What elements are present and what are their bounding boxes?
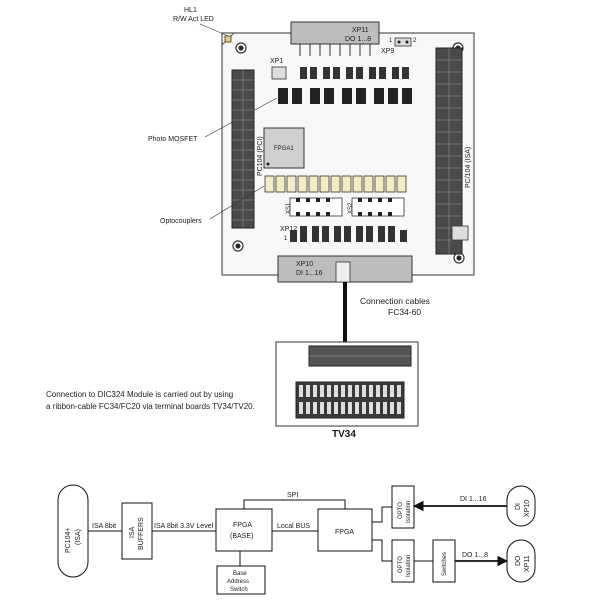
xp1-label: XP1 (270, 58, 283, 65)
xp9-label: XP9 (381, 48, 394, 55)
di-xp10-label-a: DI (515, 503, 522, 510)
spi-label: SPI (287, 492, 298, 499)
isa-level-label: ISA 8bit 3.3V Level (154, 523, 214, 530)
xs2-label: XS2 (348, 202, 354, 214)
xp9-pin2: 2 (413, 38, 417, 44)
photo-mosfet-label: Photo MOSFET (148, 136, 198, 143)
cable-label-line2: FC34-60 (388, 307, 421, 317)
base-address-label-2: Address (227, 579, 249, 585)
terminal-board: TV34 (275, 341, 419, 440)
hl1-sub-label: R/W Act LED (173, 16, 214, 23)
fpga-base-label-1: FPGA (233, 522, 252, 529)
pc104-label: PC104+ (65, 528, 72, 554)
pci-label: PC104 (PCI) (257, 136, 264, 176)
isa-buffers-label-2: BUFFERS (138, 517, 145, 550)
isa-buffers-block (121, 502, 153, 560)
block-diagram (57, 484, 536, 595)
jumper-row-upper (300, 67, 409, 79)
xp1-jumper (271, 66, 287, 80)
isa-side-jumper (451, 225, 469, 241)
connection-note: Connection to DIC324 Module is carried o… (46, 389, 306, 412)
board-drawing: HL1 R/W Act LED XP11 DO 1...8 1 2 XP9 XP… (148, 7, 475, 283)
hl1-leader (199, 23, 229, 37)
xp9-pin1: 1 (389, 38, 393, 44)
switches-label: Switches (442, 552, 448, 576)
fpga1-label: FPGA1 (274, 146, 294, 152)
optocoupler-row (264, 175, 407, 193)
isa-buffers-label-1: ISA (129, 526, 136, 538)
opto2-label-a: OPTO (398, 556, 404, 573)
fpga1-chip (263, 127, 305, 169)
xp12-jumpers (290, 226, 407, 242)
xp10-key (335, 261, 351, 283)
isa8bit-label: ISA 8bit (92, 523, 116, 530)
di-range-label: DI 1...16 (460, 496, 487, 503)
xp11-label: XP11 (352, 27, 369, 34)
di-xp10-label-b: XP10 (524, 500, 531, 517)
base-address-label-3: Switch (230, 587, 248, 593)
opto1-label-a: OPTO (398, 502, 404, 519)
fpga-base-label-2: (BASE) (230, 533, 253, 540)
xp11-pins (299, 44, 371, 56)
block-diagram-labels: PC104+ (ISA) ISA 8bit ISA BUFFERS ISA 8b… (65, 492, 531, 593)
isa-label: PC/104 (ISA) (465, 147, 472, 188)
connection-note-line1: Connection to DIC324 Module is carried o… (46, 390, 234, 399)
local-bus-label: Local BUS (277, 523, 310, 530)
hl1-led (224, 35, 232, 43)
terminal-board-label: TV34 (332, 429, 356, 440)
fpga-label: FPGA (335, 529, 354, 536)
link-spi (243, 499, 346, 509)
xp12-label: XP12 (280, 226, 297, 233)
base-address-label-1: Base (233, 571, 247, 577)
fpga-base-block (215, 508, 273, 552)
xp12-pin1: 1 (284, 236, 288, 242)
xp10-sub-label: DI 1...16 (296, 270, 323, 277)
pc104-sub-label: (ISA) (75, 529, 82, 545)
xs1-label: XS1 (286, 202, 292, 214)
link-fpga-opto2 (372, 539, 392, 562)
pci-pin-grid (232, 70, 254, 228)
pc104-block (57, 484, 89, 578)
xp11-connector (290, 21, 380, 45)
optocouplers-label: Optocouplers (160, 218, 202, 225)
do-xp11-label-a: DO (515, 555, 522, 566)
connection-note-line2: a ribbon-cable FC34/FC20 via terminal bo… (46, 401, 255, 411)
opto1-label-b: Isolation (406, 501, 412, 523)
opto2-label-b: Isolation (406, 555, 412, 577)
fpga-block (317, 508, 373, 552)
photo-mosfet-row (278, 88, 412, 104)
xp11-sub-label: DO 1...8 (345, 36, 371, 43)
xp10-label: XP10 (296, 261, 313, 268)
cable-label-line1: Connection cables (360, 296, 430, 306)
do-range-label: DO 1...8 (462, 552, 488, 559)
xp9-jumper (394, 37, 412, 47)
do-xp11-label-b: XP11 (524, 555, 531, 572)
terminal-screws (299, 385, 401, 414)
link-fpga-opto1 (372, 506, 392, 523)
base-address-switch-block (216, 565, 266, 595)
hl1-label: HL1 (184, 7, 197, 14)
optocouplers-leader (209, 185, 265, 220)
